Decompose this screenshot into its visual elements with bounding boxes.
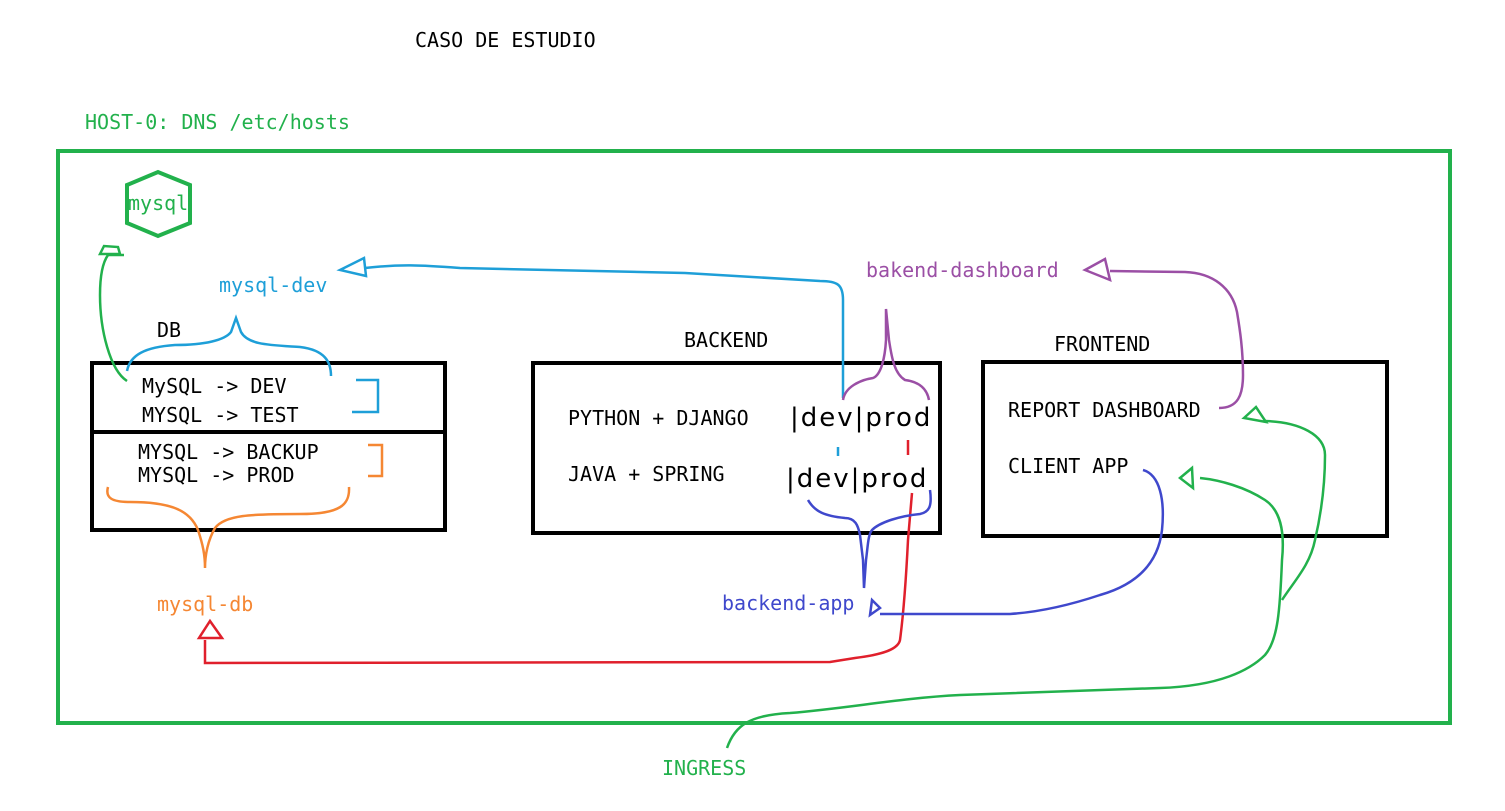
blue-dev-brace: [125, 314, 333, 377]
red-db-connector: [203, 492, 914, 665]
db-line-test: MYSQL -> TEST: [142, 403, 299, 427]
db-line-backup: MYSQL -> BACKUP: [138, 440, 319, 464]
mysql-badge-label: mysql: [128, 191, 189, 215]
route-backend-dashboard: bakend-dashboard: [866, 258, 1059, 282]
db-heading: DB: [157, 318, 182, 342]
backend-row-java: JAVA + SPRING: [568, 462, 725, 486]
indigo-app-connector: [880, 468, 1165, 616]
frontend-box: [981, 360, 1389, 538]
green-ingress-connector-a: [725, 476, 1285, 749]
green-ingress-arrowhead-a: [1178, 465, 1195, 491]
red-db-arrowhead: [196, 618, 225, 640]
green-mysql-connector: [98, 253, 128, 383]
purple-dash-arrowhead: [1082, 257, 1112, 283]
route-ingress: INGRESS: [662, 756, 747, 780]
backend-env-java: |dev|prod: [786, 464, 929, 494]
frontend-row-report: REPORT DASHBOARD: [1008, 398, 1201, 422]
blue-db-bracket: [352, 378, 380, 414]
orange-db-bracket: [368, 443, 384, 478]
frontend-row-client: CLIENT APP: [1008, 454, 1129, 478]
backend-row-python: PYTHON + DJANGO: [568, 406, 749, 430]
host-label: HOST-0: DNS /etc/hosts: [85, 110, 350, 134]
purple-dash-brace: [841, 308, 931, 401]
indigo-app-brace: [806, 489, 932, 589]
route-backend-app: backend-app: [722, 591, 855, 615]
db-box: [90, 361, 447, 532]
indigo-app-arrowhead: [868, 597, 882, 618]
blue-dev-connector: [364, 264, 845, 398]
mysql-hexagon: [125, 169, 192, 239]
route-mysql-db: mysql-db: [157, 592, 254, 616]
backend-heading: BACKEND: [684, 328, 769, 352]
frontend-heading: FRONTEND: [1054, 332, 1151, 356]
diagram-title: CASO DE ESTUDIO: [415, 28, 596, 52]
backend-env-python: |dev|prod: [790, 403, 933, 433]
db-line-dev: MySQL -> DEV: [142, 374, 287, 398]
green-ingress-connector-b: [1264, 419, 1327, 601]
green-ingress-arrowhead-b: [1241, 405, 1269, 424]
orange-db-brace: [106, 486, 351, 569]
db-line-prod: MYSQL -> PROD: [138, 463, 295, 487]
purple-dash-connector: [1109, 269, 1245, 410]
blue-dev-arrowhead: [336, 256, 368, 278]
route-mysql-dev: mysql-dev: [219, 273, 328, 297]
host-container: [56, 149, 1452, 725]
green-mysql-marker: [97, 244, 122, 256]
backend-box: [531, 361, 942, 535]
